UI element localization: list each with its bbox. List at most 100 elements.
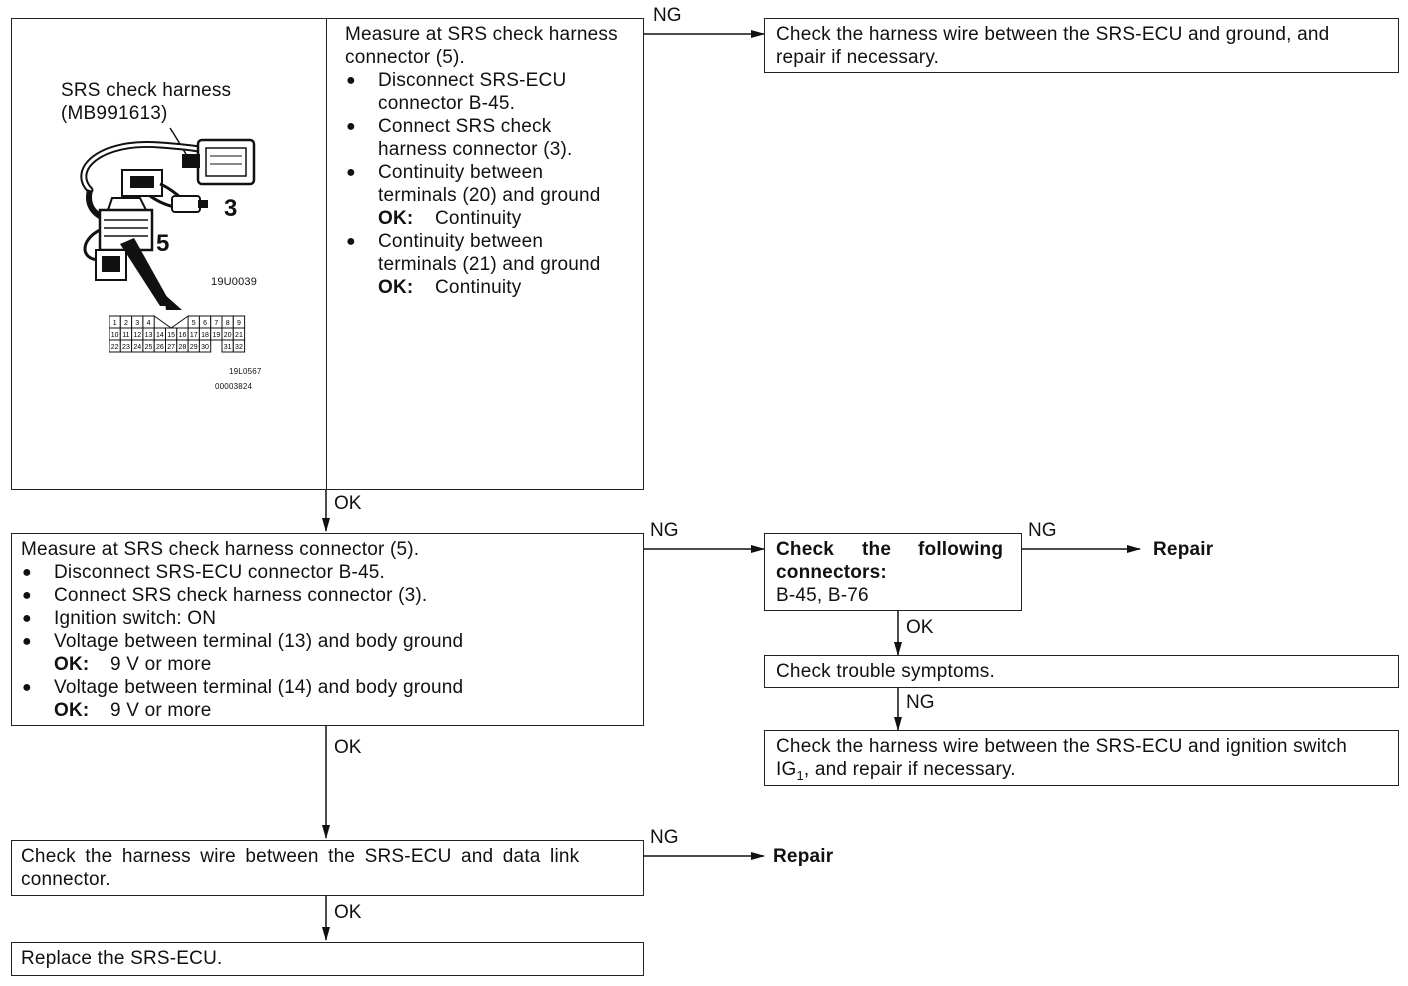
connector-check-word2: the xyxy=(862,539,892,560)
terminal-number: 5 xyxy=(192,320,196,327)
box1-bullet2-line2: harness connector (3). xyxy=(378,139,573,160)
bullet: ● xyxy=(22,679,32,696)
data-link-check-box xyxy=(11,840,644,896)
terminal-number: 18 xyxy=(201,332,209,339)
terminal-number: 20 xyxy=(224,332,232,339)
connector-number-3: 3 xyxy=(224,195,238,222)
terminal-number: 2 xyxy=(124,320,128,327)
terminal-number: 15 xyxy=(167,332,175,339)
box1-bullet3-ok: Continuity xyxy=(435,208,522,229)
connector-number-5: 5 xyxy=(156,230,170,257)
srs-check-harness-illustration xyxy=(80,127,256,310)
box2-bullet5-ok: 9 V or more xyxy=(110,700,212,721)
terminal-number: 23 xyxy=(122,344,130,351)
box1-bullet3-line1: Continuity between xyxy=(378,162,544,183)
terminal-number: 17 xyxy=(190,332,198,339)
connector-keyway xyxy=(153,315,189,329)
terminal-number: 26 xyxy=(156,344,164,351)
harness-part-number: (MB991613) xyxy=(61,103,168,124)
box1-title-line2: connector (5). xyxy=(345,47,466,68)
box1-bullet4-ok: Continuity xyxy=(435,277,522,298)
ng-label: NG xyxy=(1028,520,1057,541)
box2-bullet3: Ignition switch: ON xyxy=(54,608,217,629)
box2-bullet5: Voltage between terminal (14) and body g… xyxy=(54,677,464,698)
bullet: ● xyxy=(22,633,32,650)
connector-check-line2: connectors: xyxy=(776,562,887,583)
terminal-number: 22 xyxy=(111,344,119,351)
figure-code: 19U0039 xyxy=(211,276,258,288)
ok-label: OK: xyxy=(378,277,414,298)
data-link-check-line2: connector. xyxy=(21,869,111,890)
box2-bullet4-ok: 9 V or more xyxy=(110,654,212,675)
box2-bullet1: Disconnect SRS-ECU connector B-45. xyxy=(54,562,385,583)
ng-label: NG xyxy=(650,827,679,848)
trouble-symptoms-box xyxy=(764,655,1399,688)
box1-bullet1-line2: connector B-45. xyxy=(378,93,516,114)
harness-image-label: SRS check harness xyxy=(61,80,232,101)
box1-title-line1: Measure at SRS check harness xyxy=(345,24,618,45)
ignition-wire-check-box xyxy=(764,730,1399,786)
ok-label: OK: xyxy=(54,654,90,675)
terminal-number: 8 xyxy=(226,320,230,327)
bullet: ● xyxy=(22,587,32,604)
repair-label: Repair xyxy=(1153,539,1214,560)
terminal-number: 4 xyxy=(147,320,151,327)
terminal-number: 27 xyxy=(167,344,175,351)
terminal-number: 29 xyxy=(190,344,198,351)
terminal-number: 1 xyxy=(113,320,117,327)
bullet: ● xyxy=(346,164,356,181)
ground-wire-check-line1: Check the harness wire between the SRS-E… xyxy=(776,24,1330,45)
terminal-number: 6 xyxy=(203,320,207,327)
terminal-number: 16 xyxy=(179,332,187,339)
terminal-number: 28 xyxy=(179,344,187,351)
ok-label: OK: xyxy=(54,700,90,721)
connector-check-word1: Check xyxy=(776,539,835,560)
terminal-number: 11 xyxy=(122,332,129,339)
terminal-number: 3 xyxy=(135,320,139,327)
ok-label: OK xyxy=(334,493,362,514)
ok-label: OK xyxy=(334,902,362,923)
trouble-symptoms-text: Check trouble symptoms. xyxy=(776,661,995,682)
terminal-cell xyxy=(232,339,246,353)
ground-wire-check-line2: repair if necessary. xyxy=(776,47,940,68)
box2-title: Measure at SRS check harness connector (… xyxy=(21,539,420,560)
terminal-number: 24 xyxy=(133,344,141,351)
ground-wire-check-box xyxy=(764,18,1399,73)
bullet: ● xyxy=(22,564,32,581)
ok-label: OK: xyxy=(378,208,414,229)
terminal-number: 9 xyxy=(237,320,241,327)
terminal-number: 14 xyxy=(156,332,164,339)
terminal-number: 7 xyxy=(214,320,218,327)
terminal-number: 21 xyxy=(235,332,243,339)
box1-bullet2-line1: Connect SRS check xyxy=(378,116,552,137)
ng-label: NG xyxy=(653,5,682,26)
ng-label: NG xyxy=(906,692,935,713)
ng-label: NG xyxy=(650,520,679,541)
terminal-cell xyxy=(198,339,212,353)
bullet: ● xyxy=(346,233,356,250)
figure-code-c: 00003824 xyxy=(215,382,253,391)
data-link-check-line1: Check the harness wire between the SRS-E… xyxy=(21,846,580,867)
terminal-number: 12 xyxy=(133,332,141,339)
ok-label: OK xyxy=(334,737,362,758)
replace-ecu-box xyxy=(11,942,644,976)
connector-check-box xyxy=(764,533,1022,611)
ignition-wire-check-line2: IG1, and repair if necessary. xyxy=(776,759,1016,783)
replace-ecu-text: Replace the SRS-ECU. xyxy=(21,948,223,969)
repair-label: Repair xyxy=(773,846,834,867)
terminal-number: 13 xyxy=(145,332,153,339)
image-panel-divider xyxy=(11,18,327,490)
terminal-number: 19 xyxy=(212,332,220,339)
bullet: ● xyxy=(346,118,356,135)
connector-check-word3: following xyxy=(918,539,1004,560)
terminal-number: 25 xyxy=(145,344,153,351)
box1-bullet1-line1: Disconnect SRS-ECU xyxy=(378,70,567,91)
bullet: ● xyxy=(22,610,32,627)
measure-voltage-box xyxy=(11,533,644,726)
terminal-number: 30 xyxy=(201,344,209,351)
terminal-number: 10 xyxy=(111,332,119,339)
figure-code-b: 19L0567 xyxy=(229,367,262,376)
ok-label: OK xyxy=(906,617,934,638)
